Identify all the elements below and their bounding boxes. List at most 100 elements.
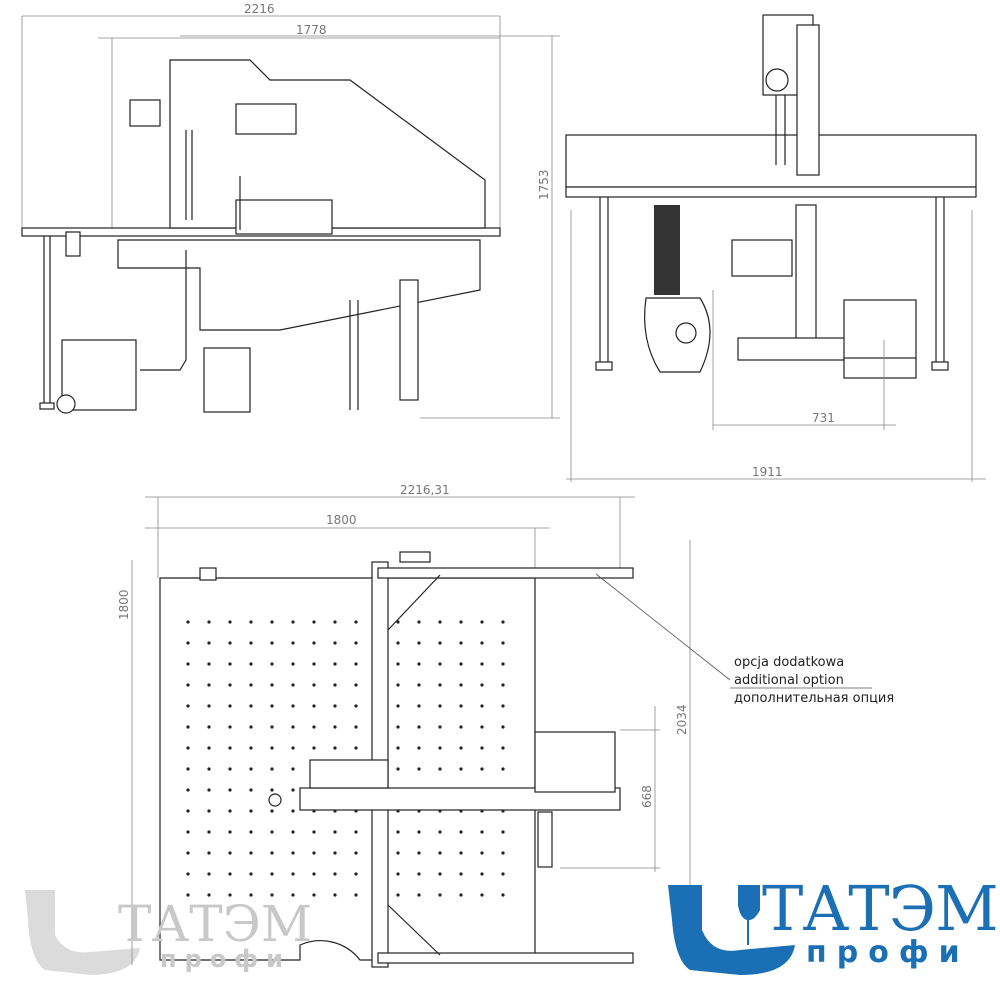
table-hole	[396, 830, 400, 834]
table-hole	[186, 620, 190, 624]
watermark-logo-name: ТАТЭМ	[118, 895, 313, 953]
table-hole	[312, 872, 316, 876]
table-hole	[459, 662, 463, 666]
table-hole	[438, 725, 442, 729]
table-hole	[438, 893, 442, 897]
table-hole	[396, 851, 400, 855]
table-hole	[312, 704, 316, 708]
table-hole	[312, 725, 316, 729]
table-hole	[459, 746, 463, 750]
table-hole	[501, 851, 505, 855]
table-hole	[228, 830, 232, 834]
table-hole	[501, 704, 505, 708]
table-hole	[501, 872, 505, 876]
table-hole	[354, 725, 358, 729]
table-hole	[438, 830, 442, 834]
table-hole	[270, 767, 274, 771]
table-hole	[228, 872, 232, 876]
table-hole	[270, 809, 274, 813]
table-hole	[396, 704, 400, 708]
table-hole	[417, 872, 421, 876]
table-hole	[270, 620, 274, 624]
table-hole	[501, 683, 505, 687]
table-hole	[291, 872, 295, 876]
table-hole	[459, 704, 463, 708]
table-hole	[333, 662, 337, 666]
table-hole	[480, 830, 484, 834]
table-hole	[354, 872, 358, 876]
table-hole	[270, 704, 274, 708]
table-hole	[228, 767, 232, 771]
table-hole	[354, 746, 358, 750]
table-hole	[207, 704, 211, 708]
watermark-logo-mark	[25, 890, 140, 975]
table-hole	[438, 683, 442, 687]
table-hole	[333, 725, 337, 729]
front-view: 731 1911	[565, 14, 986, 482]
table-hole	[270, 830, 274, 834]
table-hole	[417, 767, 421, 771]
table-hole	[480, 662, 484, 666]
table-hole	[354, 893, 358, 897]
table-hole	[480, 704, 484, 708]
table-hole	[207, 809, 211, 813]
table-hole	[270, 641, 274, 645]
table-hole	[207, 620, 211, 624]
table-hole	[270, 893, 274, 897]
table-hole	[501, 725, 505, 729]
dim-front-inner-width: 731	[812, 411, 835, 425]
table-hole	[417, 641, 421, 645]
table-hole	[270, 851, 274, 855]
table-hole	[417, 851, 421, 855]
table-hole	[207, 893, 211, 897]
table-hole	[228, 641, 232, 645]
table-hole	[438, 872, 442, 876]
table-hole	[417, 746, 421, 750]
table-hole	[417, 725, 421, 729]
table-hole	[480, 725, 484, 729]
side-view: 2216 1778 1753	[21, 2, 560, 419]
table-hole	[228, 809, 232, 813]
table-hole	[186, 662, 190, 666]
dim-side-table-length: 1778	[296, 23, 327, 37]
dim-top-table-length: 1800	[326, 513, 357, 527]
table-hole	[249, 893, 253, 897]
table-hole	[207, 788, 211, 792]
table-hole	[480, 851, 484, 855]
table-hole	[249, 704, 253, 708]
table-hole	[249, 620, 253, 624]
table-hole	[186, 704, 190, 708]
table-hole	[501, 662, 505, 666]
table-hole	[312, 620, 316, 624]
table-hole	[291, 704, 295, 708]
table-hole	[312, 830, 316, 834]
table-hole	[228, 746, 232, 750]
table-hole	[354, 662, 358, 666]
table-hole	[417, 662, 421, 666]
dim-top-overall-length: 2216,31	[400, 483, 450, 497]
table-hole	[186, 830, 190, 834]
logo-name: ТАТЭМ	[762, 872, 999, 945]
table-hole	[438, 641, 442, 645]
logo-subtitle: профи	[806, 935, 970, 970]
table-hole	[396, 746, 400, 750]
table-hole	[333, 620, 337, 624]
table-hole	[354, 683, 358, 687]
table-hole	[291, 767, 295, 771]
table-hole	[312, 851, 316, 855]
table-hole	[333, 872, 337, 876]
table-hole	[312, 893, 316, 897]
table-hole	[417, 683, 421, 687]
table-hole	[249, 725, 253, 729]
table-hole	[207, 830, 211, 834]
table-hole	[417, 704, 421, 708]
table-hole	[417, 830, 421, 834]
table-hole	[291, 788, 295, 792]
table-hole	[186, 872, 190, 876]
table-hole	[396, 767, 400, 771]
table-hole	[438, 620, 442, 624]
table-hole	[291, 851, 295, 855]
table-hole	[312, 662, 316, 666]
table-hole	[459, 851, 463, 855]
